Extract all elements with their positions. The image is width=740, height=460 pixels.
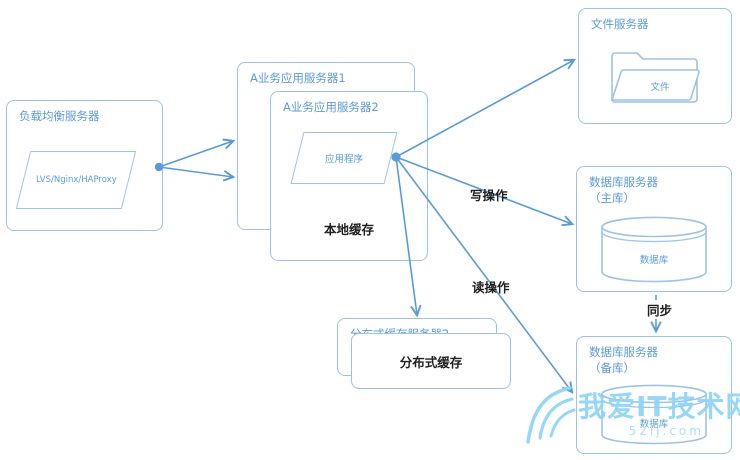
dist-cache-label: 分布式缓存 <box>399 354 463 370</box>
db-primary-title: 数据库服务器 <box>589 175 658 189</box>
edge-label-sync: 同步 <box>644 300 676 319</box>
db-backup-subtitle: （备库） <box>589 361 635 375</box>
edge-label-read: 读操作 <box>472 280 510 295</box>
node-load-balancer: 负载均衡服务器 LVS/Nginx/HAProxy <box>6 100 163 231</box>
edge-lb-to-app1 <box>158 141 233 168</box>
app-server-1-title: A业务应用服务器1 <box>250 71 346 85</box>
application-label: 应用程序 <box>324 154 363 165</box>
db-primary-subtitle: （主库） <box>589 191 635 205</box>
folder-icon: 文件 <box>610 52 700 103</box>
watermark-site-name: 我爱IT技术网 <box>578 390 740 424</box>
node-app-server-2: A业务应用服务器2 应用程序 本地缓存 <box>270 91 428 261</box>
file-server-title: 文件服务器 <box>591 17 649 31</box>
local-cache-label: 本地缓存 <box>323 222 374 237</box>
watermark-site-url: 52ij.com <box>628 423 704 438</box>
db-backup-title: 数据库服务器 <box>589 345 658 359</box>
node-db-primary: 数据库服务器 （主库） 数据库 <box>576 166 732 292</box>
node-file-server: 文件服务器 文件 <box>578 8 732 124</box>
db-primary-label: 数据库 <box>640 254 669 266</box>
lb-software-shape: LVS/Nginx/HAProxy <box>15 151 137 209</box>
wing-icon <box>526 386 576 444</box>
watermark: 我爱IT技术网 52ij.com <box>522 384 740 446</box>
edge-label-write: 写操作 <box>470 188 508 203</box>
database-icon-primary: 数据库 <box>601 216 707 283</box>
load-balancer-title: 负载均衡服务器 <box>19 109 100 123</box>
application-shape: 应用程序 <box>290 132 398 184</box>
app-server-2-title: A业务应用服务器2 <box>283 100 379 114</box>
node-dist-cache-front: 分布式缓存 <box>351 333 511 389</box>
edge-lb-to-app2 <box>158 166 233 177</box>
folder-label: 文件 <box>650 81 670 93</box>
node-db-backup: 数据库服务器 （备库） 数据库 <box>576 336 732 454</box>
db-backup-label: 数据库 <box>640 418 669 430</box>
database-icon-backup: 数据库 <box>601 384 707 445</box>
lb-software-label: LVS/Nginx/HAProxy <box>35 175 117 185</box>
